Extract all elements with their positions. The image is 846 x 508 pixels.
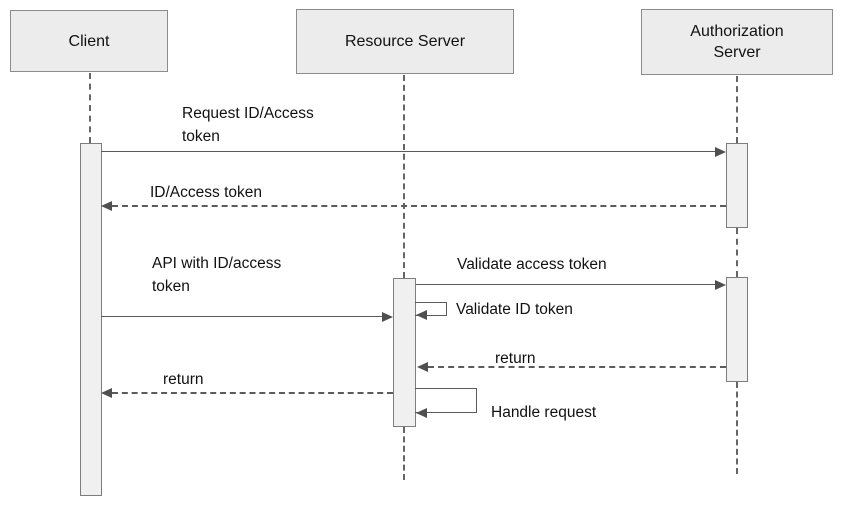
actor-label-authorization-server: Authorization Server <box>690 23 784 61</box>
message-label-validate-id-token: Validate ID token <box>456 301 573 318</box>
activation-bar-authorization-server-1 <box>726 143 748 228</box>
message-label-return-auth: return <box>495 350 536 367</box>
message-arrow-validate-access-token <box>416 284 715 285</box>
self-message-loop-handle-request <box>415 388 477 413</box>
lifeline-resource-server-upper <box>403 75 405 278</box>
activation-bar-client <box>80 143 102 496</box>
arrowhead-left-icon <box>416 310 427 320</box>
arrowhead-right-icon <box>715 147 726 157</box>
arrowhead-left-icon <box>101 201 112 211</box>
lifeline-authorization-server-upper <box>736 76 738 143</box>
actor-label-resource-server: Resource Server <box>344 33 466 50</box>
lifeline-client <box>89 73 91 143</box>
arrowhead-right-icon <box>715 280 726 290</box>
message-arrow-api-call <box>101 316 382 317</box>
message-label-return-client: return <box>163 371 204 388</box>
arrowhead-left-icon <box>417 362 428 372</box>
message-label-request-id-access-token: Request ID/Access token <box>182 105 314 145</box>
self-message-loop-validate-id-token <box>415 302 447 316</box>
lifeline-authorization-server-middle <box>736 228 738 277</box>
lifeline-resource-server-lower <box>403 427 405 480</box>
actor-box-authorization-server: Authorization Server <box>641 9 833 75</box>
message-label-api-with-token: API with ID/access token <box>152 255 282 295</box>
arrowhead-left-icon <box>101 388 112 398</box>
activation-bar-resource-server <box>393 278 416 427</box>
message-arrow-return-client <box>112 392 393 394</box>
arrowhead-left-icon <box>416 408 427 418</box>
message-label-validate-access-token: Validate access token <box>457 256 607 273</box>
message-arrow-id-access-token-return <box>112 205 726 207</box>
message-label-handle-request: Handle request <box>491 404 597 421</box>
message-arrow-return-auth <box>428 366 726 368</box>
lifeline-authorization-server-lower <box>736 382 738 474</box>
actor-box-client: Client <box>10 10 168 72</box>
arrowhead-right-icon <box>382 312 393 322</box>
activation-bar-authorization-server-2 <box>726 277 748 382</box>
message-arrow-request-token <box>101 151 715 152</box>
actor-box-resource-server: Resource Server <box>296 9 514 74</box>
actor-label-client: Client <box>68 32 110 50</box>
message-label-id-access-token: ID/Access token <box>150 184 262 201</box>
